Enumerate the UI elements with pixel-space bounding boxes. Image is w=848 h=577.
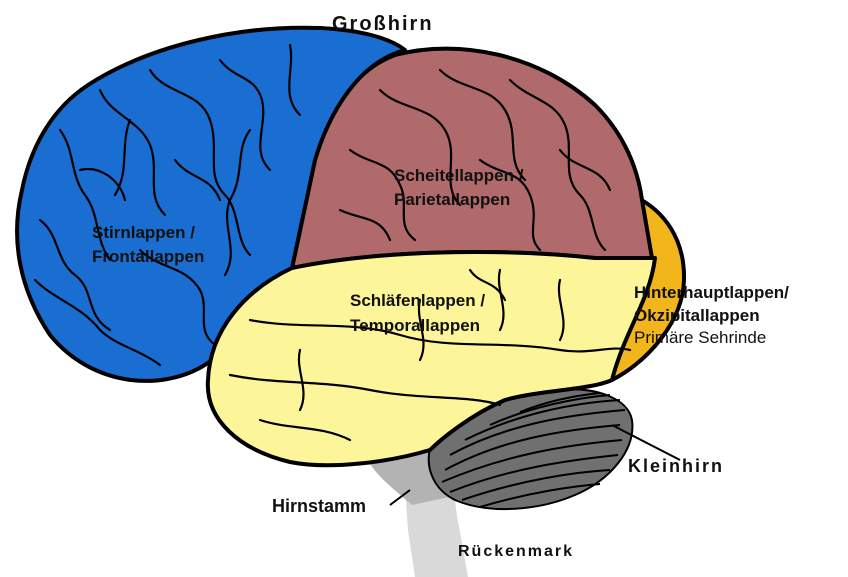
temporal-label-line2: Temporallappen [350,316,480,335]
frontal-label-line1: Stirnlappen / [92,223,195,242]
spinal-cord-label: Rückenmark [458,543,574,560]
occipital-label-line1: Hinterhauptlappen/ [634,283,789,302]
temporal-label-line1: Schläfenlappen / [350,291,485,310]
frontal-label-line2: Frontallappen [92,247,204,266]
cerebellum-label: Kleinhirn [628,456,724,476]
occipital-label-line2: Okzipitallappen [634,306,760,325]
title-label: Großhirn [332,13,434,35]
brainstem-label: Hirnstamm [272,496,366,516]
parietal-label-line1: Scheitellappen / [394,166,524,185]
occipital-label-line3: Primäre Sehrinde [634,328,766,347]
parietal-label-line2: Parietallappen [394,190,510,209]
